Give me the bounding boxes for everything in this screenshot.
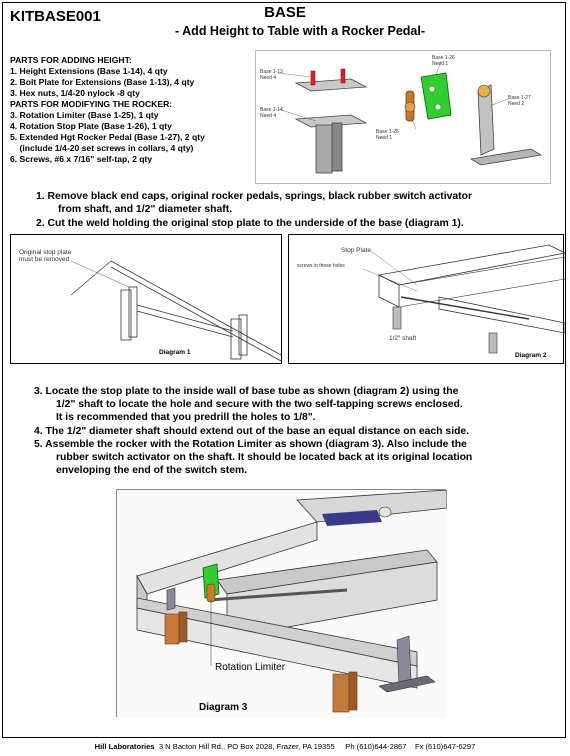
parts-modifying-item: 6. Screws, #6 x 7/16" self-tap, 2 qty xyxy=(10,154,153,164)
diagram-1-note: Original stop plate must be removed xyxy=(19,249,72,263)
diagram-1-drawing xyxy=(70,260,282,362)
parts-label-base-1-25: Base 1-25 Need 1 xyxy=(376,129,399,141)
step-1-cont: from shaft, and 1/2" diameter shaft. xyxy=(58,204,233,215)
step-5: 5. Assemble the rocker with the Rotation… xyxy=(34,439,467,450)
diagram-3: Rotation Limiter Diagram 3 xyxy=(116,489,447,718)
footer-phone: Ph (610)644-2867 xyxy=(345,742,407,751)
parts-modifying-item: (include 1/4-20 set screws in collars, 4… xyxy=(10,143,194,153)
step-5-cont: enveloping the end of the switch stem. xyxy=(56,465,248,476)
parts-label-base-1-27: Base 1-27 Need 2 xyxy=(508,95,531,107)
parts-modifying-item: 4. Rotation Stop Plate (Base 1-26), 1 qt… xyxy=(10,121,172,131)
step-3-cont: It is recommended that you predrill the … xyxy=(56,412,316,423)
page-border xyxy=(2,2,566,738)
step-2: 2. Cut the weld holding the original sto… xyxy=(36,218,464,229)
diagram-2-shaft-label: 1/2" shaft xyxy=(389,335,417,342)
parts-list: PARTS FOR ADDING HEIGHT: 1. Height Exten… xyxy=(10,55,205,165)
parts-figure: Base 1-13 Need 4 Base 1-14 Need 4 Base 1… xyxy=(255,50,551,184)
footer: Hill Laboratories 3 N Bacton Hill Rd., P… xyxy=(0,742,570,751)
diagram-1: Original stop plate must be removed Diag… xyxy=(10,234,282,364)
footer-fax: Fx (610)647-6297 xyxy=(414,742,476,751)
parts-adding-heading: PARTS FOR ADDING HEIGHT: xyxy=(10,55,132,65)
diagram-2-screws-label: screws in these holes xyxy=(297,263,345,269)
parts-modifying-item: 3. Rotation Limiter (Base 1-25), 1 qty xyxy=(10,110,159,120)
diagram-2-caption: Diagram 2 xyxy=(515,352,547,359)
diagram-1-caption: Diagram 1 xyxy=(159,349,191,356)
diagram-2: Stop Plate screws in these holes 1/2" sh… xyxy=(288,234,565,364)
parts-adding-item: 2. Bolt Plate for Extensions (Base 1-13)… xyxy=(10,77,195,87)
parts-figure-drawing xyxy=(277,60,543,174)
footer-company: Hill Laboratories xyxy=(94,742,155,751)
diagram-2-stop-plate-label: Stop Plate xyxy=(341,247,371,254)
parts-modifying-heading: PARTS FOR MODIFYING THE ROCKER: xyxy=(10,99,173,109)
step-3-cont: 1/2" shaft to locate the hole and secure… xyxy=(56,399,463,410)
page-title: BASE xyxy=(264,4,306,21)
diagram-3-caption: Diagram 3 xyxy=(199,702,248,713)
step-5-cont: rubber switch activator on the shaft. It… xyxy=(56,452,473,463)
parts-adding-item: 3. Hex nuts, 1/4-20 nylock -8 qty xyxy=(10,88,140,98)
footer-address: 3 N Bacton Hill Rd., PO Box 2028, Frazer… xyxy=(158,742,335,751)
step-4: 4. The 1/2" diameter shaft should extend… xyxy=(34,426,470,437)
step-3: 3. Locate the stop plate to the inside w… xyxy=(34,386,459,397)
diagram-3-drawing xyxy=(117,490,447,718)
parts-modifying-item: 5. Extended Hgt Rocker Pedal (Base 1-27)… xyxy=(10,132,205,142)
step-1: 1. Remove black end caps, original rocke… xyxy=(36,191,472,202)
diagram-2-drawing xyxy=(362,244,565,354)
document-id: KITBASE001 xyxy=(10,8,101,25)
parts-label-base-1-26: Base 1-26 Need 1 xyxy=(432,55,455,67)
parts-label-base-1-14: Base 1-14 Need 4 xyxy=(260,107,283,119)
parts-adding-item: 1. Height Extensions (Base 1-14), 4 qty xyxy=(10,66,168,76)
parts-label-base-1-13: Base 1-13 Need 4 xyxy=(260,69,283,81)
page-subtitle: - Add Height to Table with a Rocker Peda… xyxy=(174,24,426,38)
rotation-limiter-label: Rotation Limiter xyxy=(213,662,288,674)
